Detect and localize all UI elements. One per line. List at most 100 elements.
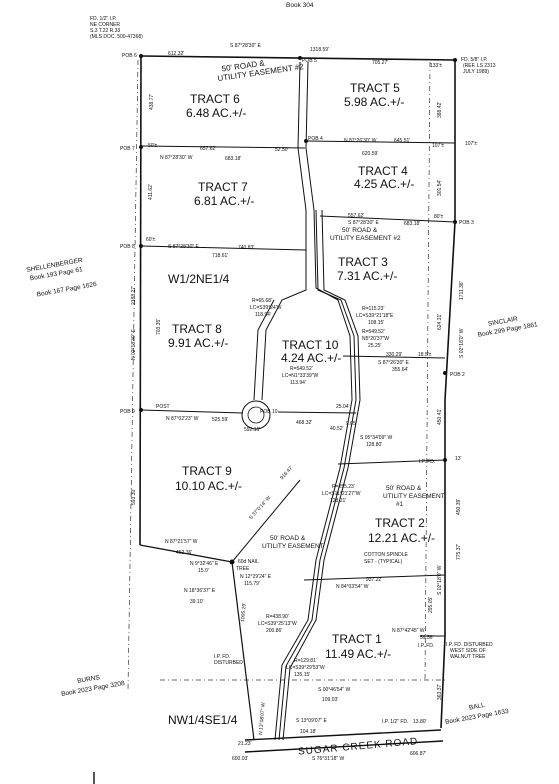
bearing: R=65.68' <box>252 298 272 304</box>
bearing: 13.80' <box>413 719 427 725</box>
bearing: N 87°28'30" W <box>160 155 193 161</box>
bearing: 593.30' <box>131 489 137 505</box>
bearing: N 13°08'07" W <box>258 702 267 735</box>
bearing: 592.16' <box>244 427 260 433</box>
bearing: N5°20'37"W <box>362 336 389 342</box>
bearing: N 87°42'45" W <box>392 628 425 634</box>
easement-label: 50' ROAD & <box>386 485 422 492</box>
bearing: 9.05' <box>346 421 357 427</box>
pob-label: POB 2 <box>450 372 465 378</box>
bearing: 25.25' <box>368 343 382 349</box>
bearing: 128.21' <box>330 498 346 504</box>
bearing: N 87°02'23" W <box>166 416 199 422</box>
bearing: 606.87' <box>410 751 426 757</box>
bearing: 25.04' <box>336 404 350 410</box>
pob-label: POB 5 <box>302 58 317 64</box>
bearing: 1318.59' <box>310 47 329 53</box>
bearing: S 13°09'07" E <box>296 718 328 724</box>
pob-label: POB 4 <box>308 136 323 142</box>
road-name: SUGAR CREEK ROAD <box>298 736 419 757</box>
tract-name: TRACT 2 <box>375 516 425 530</box>
bearing: N 84°03'54" W <box>336 584 369 590</box>
tract-area: 11.49 AC.+/- <box>325 647 391 661</box>
tract-area: 6.48 AC.+/- <box>186 106 246 120</box>
corner-note: (MLS DOC. 500-47368) <box>90 34 143 40</box>
boundary-lines <box>127 55 456 753</box>
bearing: 703.35' <box>156 319 162 335</box>
tract-name: TRACT 1 <box>332 632 382 646</box>
bearing: 683.18' <box>225 156 241 162</box>
tract-area: 5.98 AC.+/- <box>344 95 404 109</box>
tract-name: TRACT 9 <box>182 464 232 478</box>
easement-label: UTILITY EASEMENT <box>262 543 324 550</box>
tract-area: 12.21 AC.+/- <box>368 531 435 545</box>
bearing: S 87°28'30" E <box>168 244 200 250</box>
bearing: 600.03' <box>232 756 248 762</box>
bearing-labels: 612.32' S 87°28'30" E 1318.59' 705.27' 1… <box>131 43 493 762</box>
bearing: 108.15' <box>368 320 384 326</box>
pob-label: POB 8 <box>120 244 135 250</box>
corner-note: FD. 1/2" I.P. <box>90 16 116 22</box>
bearing: S 02°18'0" W <box>459 328 465 358</box>
bearing: R=115.23' <box>362 306 384 312</box>
bearing: SET - (TYPICAL) <box>364 559 403 565</box>
bearing: R=255.23' <box>332 484 355 490</box>
pob-markers: POB 5 POB 6 POB 7 POB 4 POB 3 POB 8 POB … <box>120 53 474 565</box>
bearing: S 87°28'30" E <box>230 43 262 49</box>
tract-lines <box>140 140 456 637</box>
bearing: 916.47' <box>279 465 294 481</box>
bearing: 775.37' <box>456 544 462 560</box>
tract-name: TRACT 10 <box>282 338 339 352</box>
bearing: R=129.81' <box>294 658 317 664</box>
tract-area: 9.91 AC.+/- <box>168 336 228 350</box>
bearing: 80'± <box>434 214 444 220</box>
corner-note: (REF. LS 2313 <box>463 63 496 69</box>
bearing: 468.32' <box>296 420 312 426</box>
bearing: 107'± <box>465 141 477 147</box>
bearing: DISTURBED <box>214 660 243 666</box>
bearing: I.P. FD. DISTURBED <box>446 642 493 648</box>
bearing: 657.62' <box>200 146 216 152</box>
bearing: 2188.27' <box>131 286 137 305</box>
bearing: 705.27' <box>372 60 388 66</box>
bearing: S 87°26'30" E <box>378 360 410 366</box>
bearing: 937.22' <box>366 577 382 583</box>
bearing: 411.62' <box>148 184 154 200</box>
bearing: S 76°31'18" W <box>312 756 345 762</box>
bearing: 525.59' <box>212 417 228 423</box>
bearing: WEST SIDE OF <box>450 648 486 654</box>
bearing: 355.64' <box>392 367 408 373</box>
bearing: 40.52' <box>330 426 344 432</box>
bearing: 645.51' <box>394 138 410 144</box>
pob-label: POB 9 <box>120 409 135 415</box>
bearing: S 00°46'54" W <box>318 687 351 693</box>
bearing: N 9°32'46" E <box>190 561 219 567</box>
bearing: I.P. FD. <box>419 459 435 465</box>
bearing: 60d NAIL <box>238 559 259 565</box>
bearing: 1005.29' <box>240 603 248 623</box>
tract-name: TRACT 4 <box>358 164 408 178</box>
bearing: 620.59' <box>362 151 378 157</box>
bearing: N 18°36'37" E <box>184 588 216 594</box>
bearing: R=438.90' <box>266 614 289 620</box>
quarter-lower: NW1/4SE1/4 <box>168 713 238 727</box>
bearing: 450.39' <box>456 499 462 515</box>
tract-name: TRACT 6 <box>190 92 240 106</box>
easement-road <box>241 61 361 741</box>
tract-name: TRACT 8 <box>172 322 222 336</box>
bearing: N 87°26'30" W <box>344 138 377 144</box>
bearing: 52.50' <box>275 147 289 153</box>
owner-book: Book 167 Page 1626 <box>36 281 97 299</box>
bearing: 128.80' <box>366 442 382 448</box>
bearing: I.P. FD. <box>214 654 230 660</box>
bearing: 135.15' <box>294 672 310 678</box>
bearing: I.P. FD. <box>418 643 434 649</box>
tract-name: TRACT 3 <box>338 255 388 269</box>
owner-book: Book 2023 Page 3208 <box>61 680 126 698</box>
bearing: 363.37' <box>437 684 443 700</box>
bearing: 438.77' <box>149 94 155 110</box>
owner-name: BALL <box>468 702 485 712</box>
pob-label: POB 7 <box>120 146 135 152</box>
bearing: 388.42' <box>437 102 443 118</box>
